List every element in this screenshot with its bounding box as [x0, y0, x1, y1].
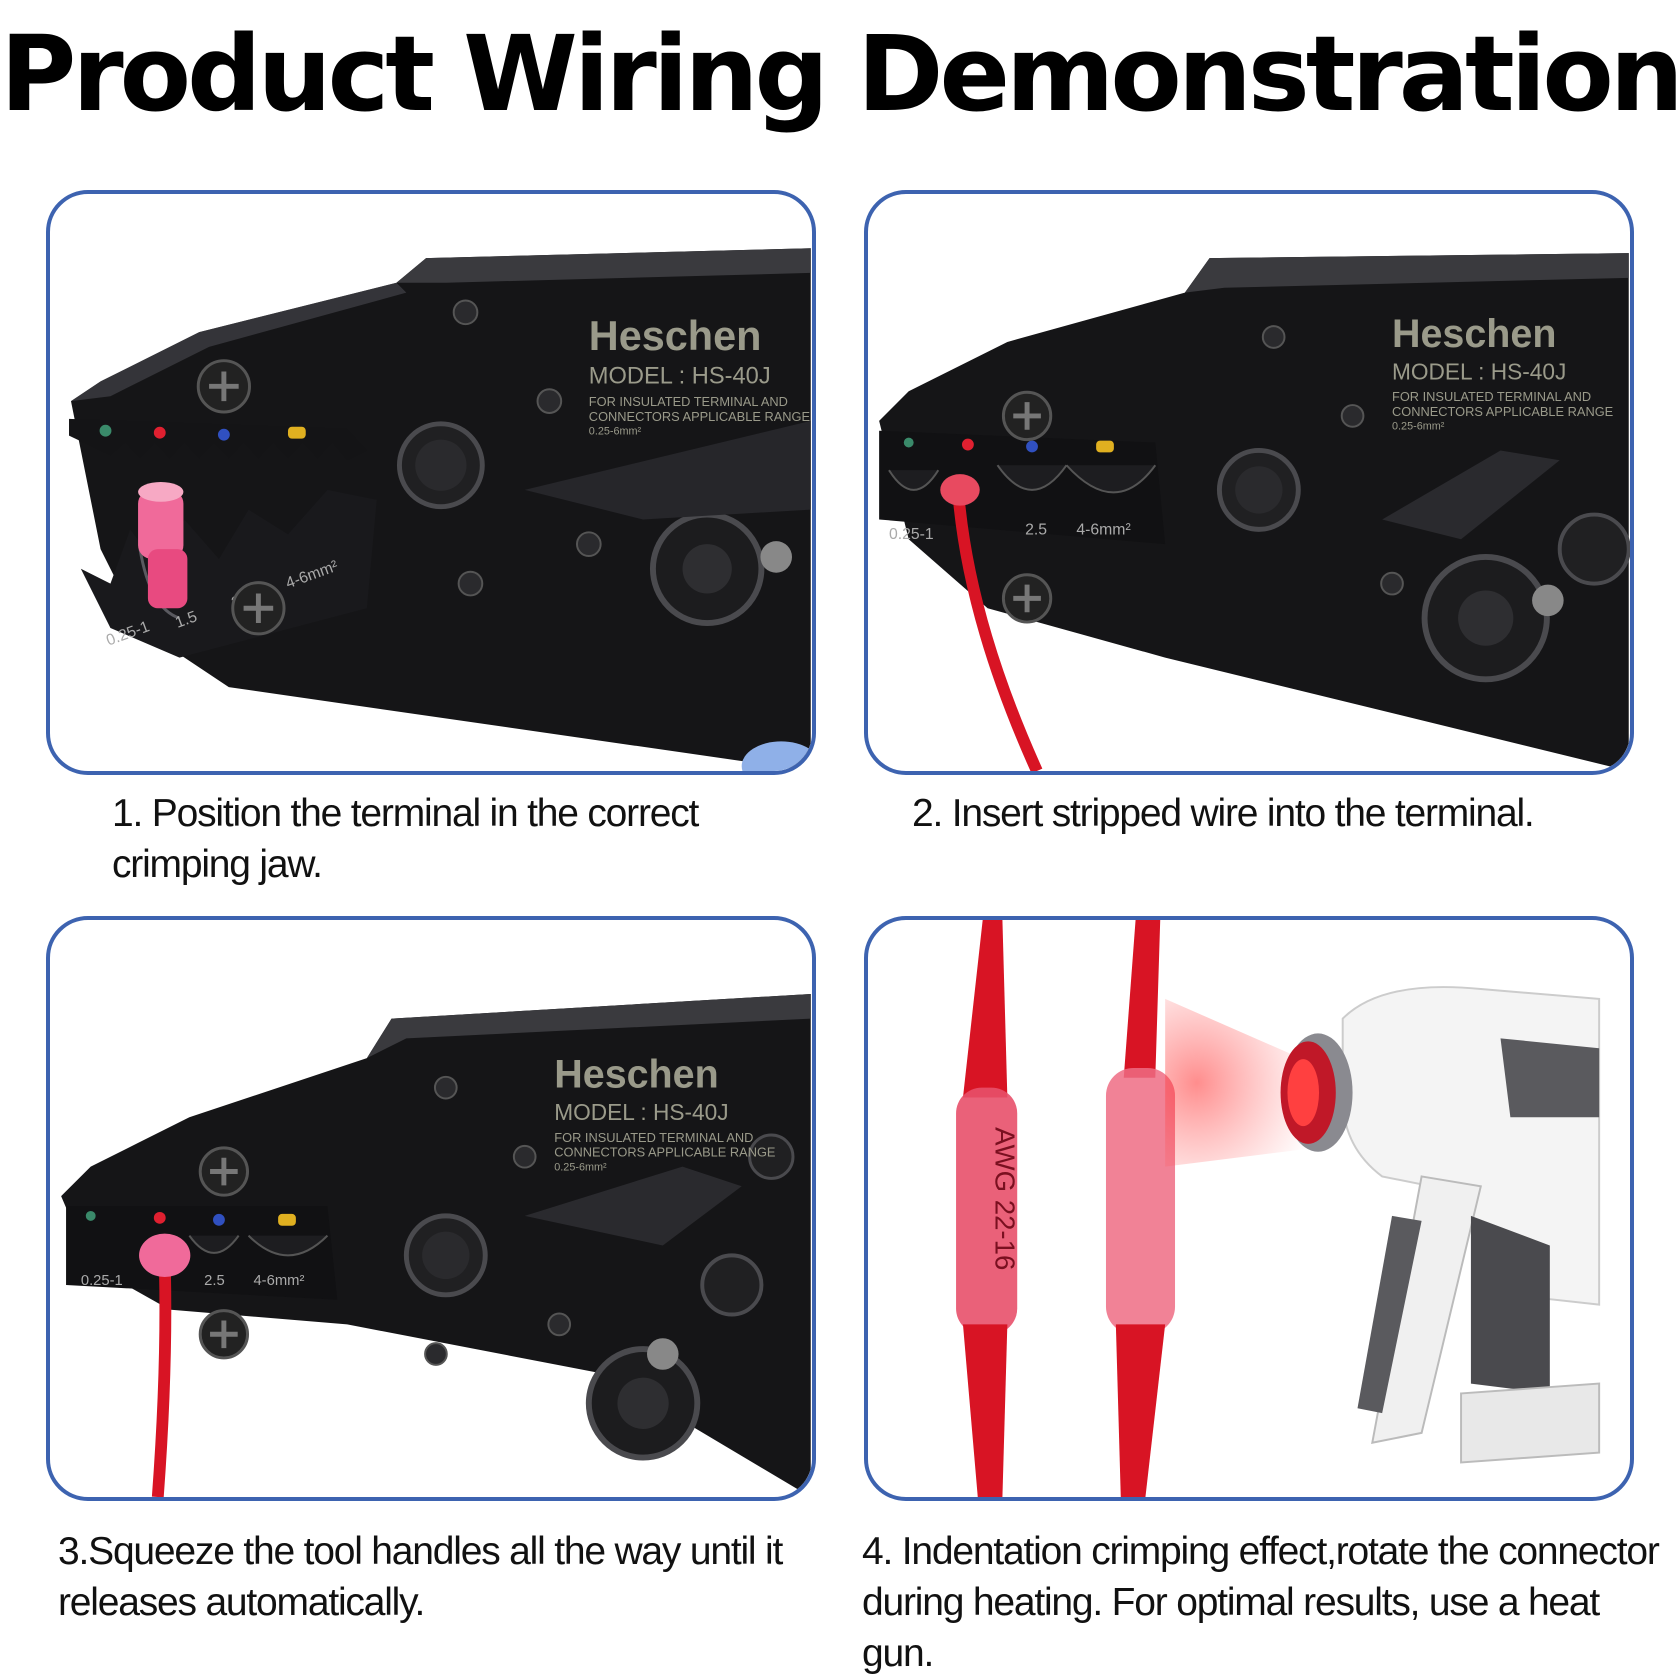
heat-gun-icon — [1280, 986, 1601, 1464]
step-2-caption: 2. Insert stripped wire into the termina… — [912, 792, 1535, 835]
step-4-panel: AWG 22-16 — [864, 916, 1634, 1501]
pink-terminal-icon — [138, 482, 188, 609]
desc-line-1: FOR INSULATED TERMINAL AND — [1392, 389, 1591, 404]
jaw-label-2: 1.5 — [173, 608, 200, 632]
page-title: Product Wiring Demonstration — [0, 13, 1680, 135]
red-wire-icon — [139, 1233, 191, 1497]
model-label: MODEL : HS-40J — [1392, 358, 1566, 384]
jaw-label-4: 4-6mm² — [1076, 521, 1130, 538]
crimper-open-jaw-illustration: 0.25-1 1.5 2.5 4-6mm² Heschen MODEL : HS… — [69, 248, 812, 771]
range-label: 0.25-6mm² — [1392, 421, 1445, 433]
step-1-panel: 0.25-1 1.5 2.5 4-6mm² Heschen MODEL : HS… — [46, 190, 816, 775]
brand-label: Heschen — [1392, 312, 1556, 356]
jaw-label-3: 2.5 — [1025, 521, 1047, 538]
jaw-label-1: 0.25-1 — [81, 1273, 123, 1289]
step-1-caption: 1. Position the terminal in the correct … — [112, 792, 699, 886]
pivot-screws — [196, 299, 792, 636]
crimper-wire-inserted-illustration: 0.25-1 2.5 4-6mm² Heschen MODEL : HS-40J… — [879, 253, 1630, 771]
pivot-screws — [1001, 325, 1630, 683]
range-label: 0.25-6mm² — [589, 426, 642, 438]
jaw-label-1: 0.25-1 — [889, 526, 934, 543]
heat-shrink-connector-left: AWG 22-16 — [956, 920, 1021, 1497]
desc-line-2: CONNECTORS APPLICABLE RANGE — [589, 409, 810, 424]
step-3-caption: 3.Squeeze the tool handles all the way u… — [58, 1530, 783, 1624]
step-3-panel: 0.25-1 2.5 4-6mm² Heschen MODEL : HS-40J — [46, 916, 816, 1501]
desc-line-1: FOR INSULATED TERMINAL AND — [554, 1130, 753, 1145]
red-wire-icon — [940, 474, 1043, 771]
desc-line-2: CONNECTORS APPLICABLE RANGE — [554, 1145, 775, 1160]
heat-gun-illustration: AWG 22-16 — [956, 920, 1601, 1497]
brand-label: Heschen — [589, 313, 762, 359]
brand-label: Heschen — [554, 1053, 718, 1097]
desc-line-2: CONNECTORS APPLICABLE RANGE — [1392, 404, 1613, 419]
crimper-squeezed-illustration: 0.25-1 2.5 4-6mm² Heschen MODEL : HS-40J — [61, 993, 811, 1497]
model-label: MODEL : HS-40J — [554, 1099, 728, 1125]
step-4-caption: 4. Indentation crimping effect,rotate th… — [862, 1530, 1660, 1675]
jaw-label-3: 2.5 — [204, 1273, 225, 1289]
range-label: 0.25-6mm² — [554, 1162, 607, 1174]
jaw-label-4: 4-6mm² — [253, 1273, 304, 1289]
step-2-panel: 0.25-1 2.5 4-6mm² Heschen MODEL : HS-40J… — [864, 190, 1634, 775]
connector-print-label: AWG 22-16 — [990, 1127, 1021, 1270]
pivot-screws — [198, 1075, 795, 1461]
model-label: MODEL : HS-40J — [589, 363, 771, 389]
desc-line-1: FOR INSULATED TERMINAL AND — [589, 394, 788, 409]
heat-shrink-connector-right — [1105, 920, 1176, 1497]
